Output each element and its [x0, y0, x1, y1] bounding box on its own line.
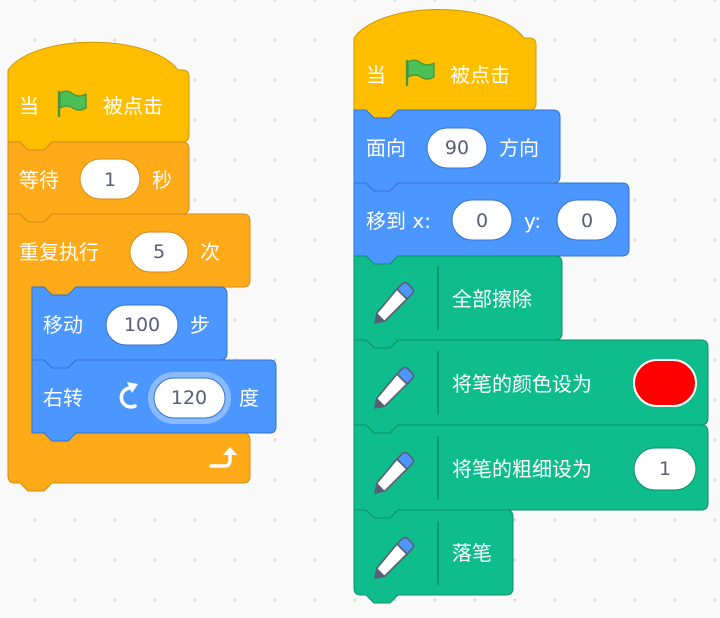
pen-set-size-block[interactable]: 将笔的粗细设为 1 [353, 424, 709, 519]
repeat-block[interactable]: 重复执行 5 次 [7, 213, 251, 492]
script-right: 当 被点击 面向 90 方向 移到 x: 0 y: 0 全部擦除 [353, 9, 709, 604]
move-steps-value: 100 [124, 314, 160, 336]
repeat-label: 重复执行 [19, 240, 99, 264]
direction-input[interactable] [426, 127, 488, 169]
turn-label: 右转 [43, 386, 83, 410]
pen-clear-block[interactable]: 全部擦除 [353, 255, 563, 349]
move-label: 移动 [43, 313, 83, 337]
wait-seconds-value: 1 [104, 169, 116, 191]
turn-right-block[interactable]: 右转 120 度 [31, 359, 277, 442]
pen-color-swatch[interactable] [633, 359, 697, 407]
goto-x-value: 0 [476, 210, 488, 232]
move-steps-input[interactable] [105, 304, 179, 346]
turn-degrees-input[interactable] [153, 377, 226, 419]
pen-down-label: 落笔 [452, 541, 492, 565]
wait-seconds-input[interactable] [79, 158, 141, 200]
direction-value: 90 [445, 137, 469, 159]
pen-size-input[interactable] [633, 447, 697, 491]
wait-unit-label: 秒 [152, 168, 172, 192]
script-left: 当 被点击 等待 1 秒 重复执行 5 次 移动 [7, 41, 277, 492]
set-size-label: 将笔的粗细设为 [452, 457, 592, 481]
goto-x-input[interactable] [451, 199, 513, 241]
turn-degrees-value: 120 [171, 387, 207, 409]
when-flag-clicked-block[interactable]: 当 被点击 [7, 41, 190, 151]
move-steps-block[interactable]: 移动 100 步 [31, 286, 228, 369]
pen-set-color-block[interactable]: 将笔的颜色设为 [353, 339, 709, 434]
rotate-clockwise-icon [119, 382, 138, 409]
pen-size-value: 1 [659, 458, 671, 480]
repeat-loop-arrow-icon [209, 447, 237, 468]
goto-xy-block[interactable]: 移到 x: 0 y: 0 [353, 182, 630, 265]
direction-unit-label: 方向 [499, 136, 539, 160]
set-color-label: 将笔的颜色设为 [452, 372, 592, 396]
clicked-label: 被点击 [103, 94, 163, 118]
repeat-count-input[interactable] [129, 231, 189, 273]
clear-label: 全部擦除 [452, 287, 532, 311]
goto-label: 移到 x: [366, 209, 431, 233]
repeat-count-value: 5 [153, 241, 165, 263]
when-label-2: 当 [366, 63, 386, 87]
when-label: 当 [19, 94, 39, 118]
when-flag-clicked-block-2[interactable]: 当 被点击 [353, 9, 537, 119]
wait-block[interactable]: 等待 1 秒 [7, 141, 190, 223]
wait-label: 等待 [19, 168, 59, 192]
pen-down-block[interactable]: 落笔 [353, 509, 514, 604]
repeat-unit-label: 次 [200, 240, 220, 264]
goto-y-input[interactable] [556, 199, 618, 241]
clicked-label-2: 被点击 [450, 63, 510, 87]
turn-unit-label: 度 [239, 386, 259, 410]
goto-y-value: 0 [581, 210, 593, 232]
goto-y-label: y: [524, 209, 541, 233]
point-label: 面向 [366, 136, 406, 160]
move-unit-label: 步 [190, 313, 210, 337]
point-direction-block[interactable]: 面向 90 方向 [353, 109, 561, 192]
